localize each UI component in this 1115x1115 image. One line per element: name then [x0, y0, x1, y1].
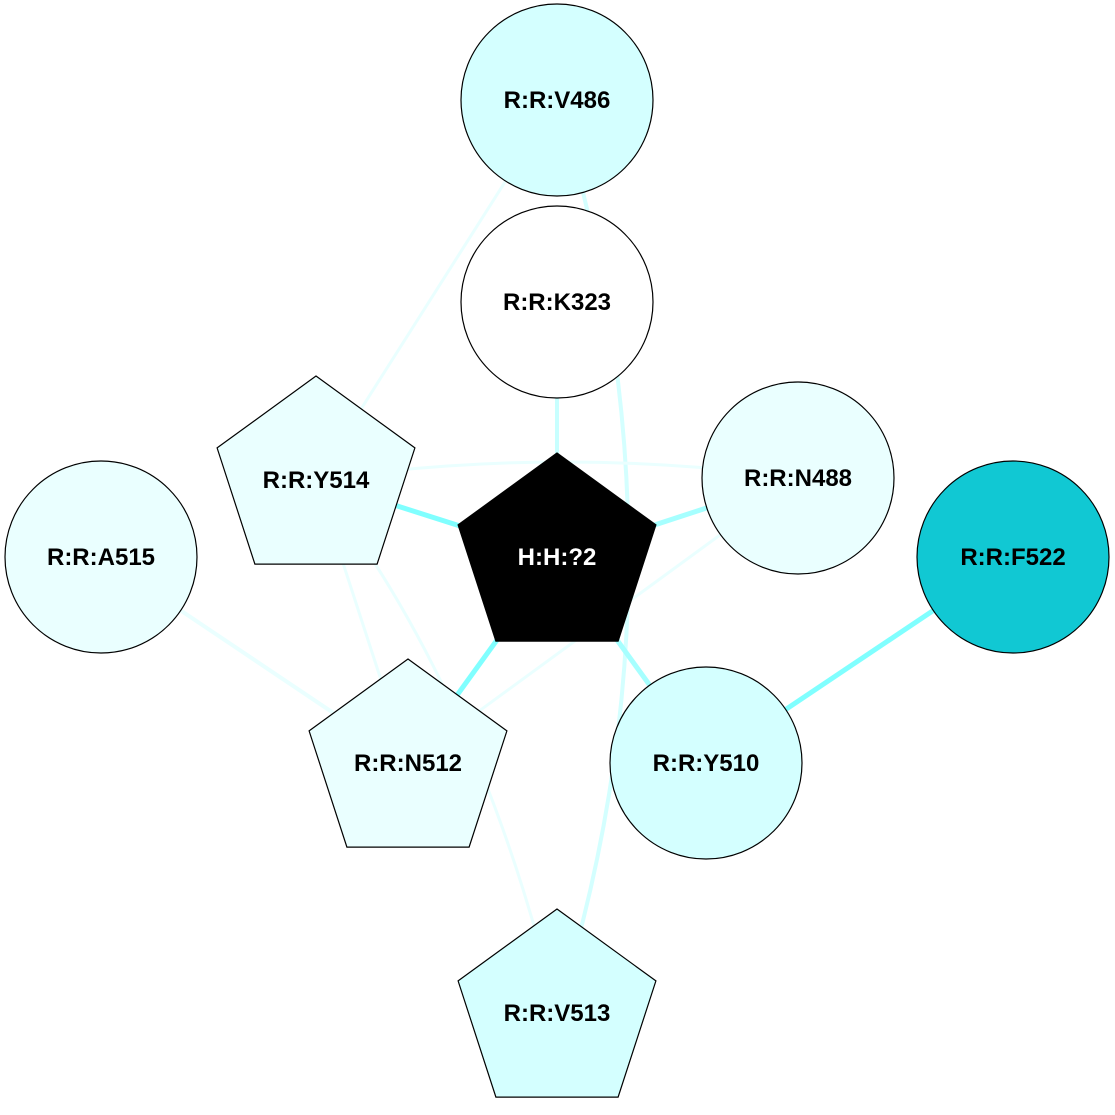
node-label: R:R:Y510	[653, 750, 760, 777]
node-shape-circle	[916, 460, 1110, 654]
node-label: R:R:K323	[503, 289, 611, 316]
node-n512: R:R:N512	[308, 658, 508, 848]
node-label: H:H:?2	[518, 544, 597, 571]
node-f522: R:R:F522	[916, 460, 1110, 654]
node-shape-circle	[609, 666, 803, 860]
node-shape-circle	[460, 3, 654, 197]
node-shape-pentagon	[457, 908, 657, 1098]
node-v486: R:R:V486	[460, 3, 654, 197]
node-shape-circle	[701, 381, 895, 575]
node-shape-pentagon	[308, 658, 508, 848]
node-shape-circle	[4, 460, 198, 654]
node-k323: R:R:K323	[460, 205, 654, 399]
node-n488: R:R:N488	[701, 381, 895, 575]
node-y514: R:R:Y514	[216, 375, 416, 565]
node-v513: R:R:V513	[457, 908, 657, 1098]
node-label: R:R:F522	[960, 544, 1065, 571]
node-shape-pentagon	[457, 452, 657, 642]
node-h2: H:H:?2	[457, 452, 657, 642]
node-shape-circle	[460, 205, 654, 399]
node-label: R:R:V513	[504, 1000, 611, 1027]
node-label: R:R:A515	[47, 544, 155, 571]
node-label: R:R:N488	[744, 465, 852, 492]
node-a515: R:R:A515	[4, 460, 198, 654]
node-label: R:R:V486	[504, 87, 611, 114]
node-shape-pentagon	[216, 375, 416, 565]
node-y510: R:R:Y510	[609, 666, 803, 860]
node-label: R:R:Y514	[263, 467, 370, 494]
node-label: R:R:N512	[354, 750, 462, 777]
